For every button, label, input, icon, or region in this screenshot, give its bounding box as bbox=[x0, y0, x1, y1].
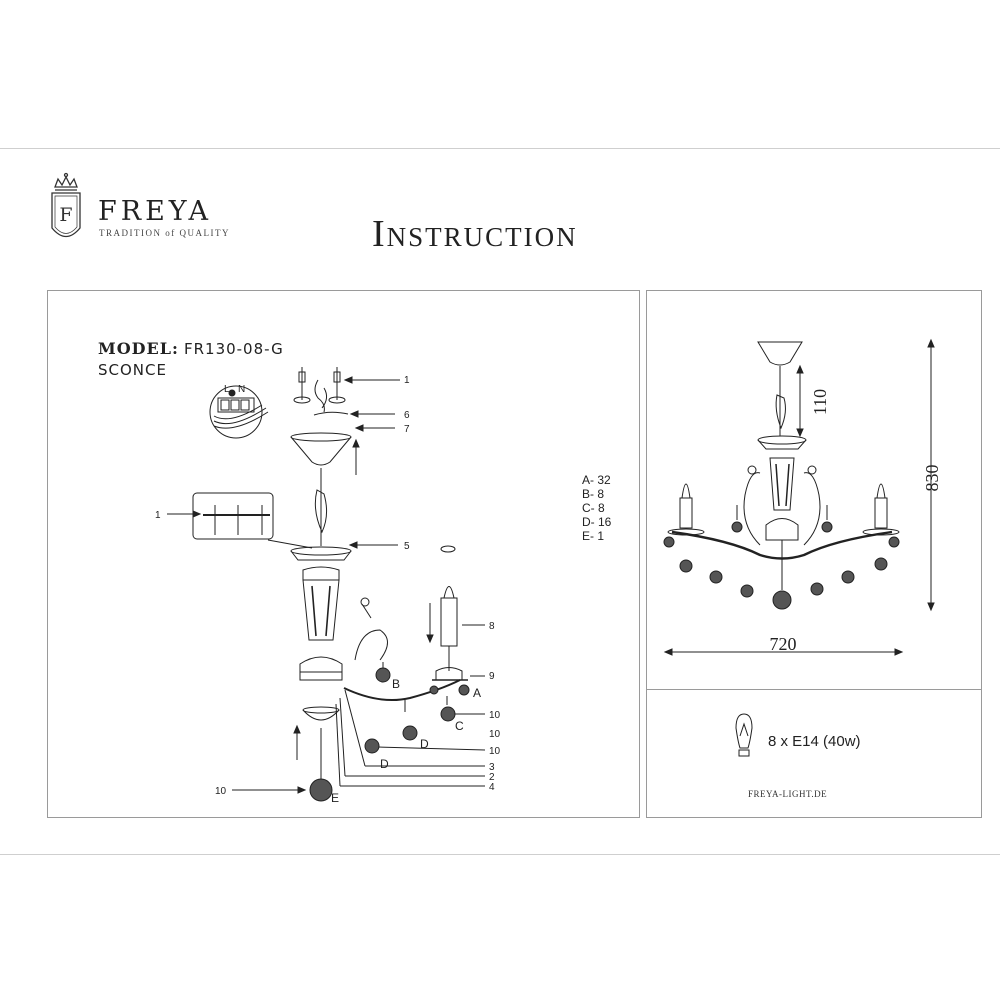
instruction-sheet bbox=[0, 148, 1000, 855]
crystal-drops bbox=[309, 667, 470, 802]
bulb-spec: 8 x E14 (40w) bbox=[768, 733, 861, 750]
dimension-width: 720 bbox=[770, 634, 797, 654]
callout-8: 8 bbox=[489, 621, 495, 632]
dimension-height: 830 bbox=[922, 465, 942, 492]
callout-4: 4 bbox=[489, 782, 495, 793]
callout-7: 7 bbox=[404, 424, 410, 435]
brand-name: FREYA bbox=[98, 196, 212, 227]
callout-1: 1 bbox=[404, 375, 410, 386]
callout-9: 9 bbox=[489, 671, 495, 682]
dimensions-panel bbox=[646, 290, 982, 818]
parts-list-item: C- 8 bbox=[582, 501, 605, 515]
parts-list-item: D- 16 bbox=[582, 515, 612, 529]
crest-icon bbox=[51, 172, 81, 238]
terminal-n-label: N bbox=[238, 384, 245, 395]
model-line: MODEL: FR130-08-G bbox=[98, 339, 284, 358]
callout-letter-d: D bbox=[380, 757, 389, 771]
callout-leaders bbox=[232, 689, 486, 794]
bulb-icon bbox=[735, 713, 753, 757]
arm-assembly bbox=[343, 545, 485, 712]
crystal-drops bbox=[663, 521, 900, 610]
assembly-panel bbox=[47, 290, 640, 818]
callout-3: 3 bbox=[489, 762, 495, 773]
callout-2: 2 bbox=[489, 772, 495, 783]
callout-letter-a: A bbox=[473, 686, 481, 700]
callout-1-left: 1 bbox=[155, 510, 161, 521]
callout-letter-d: D bbox=[420, 737, 429, 751]
crest-monogram: F bbox=[59, 204, 72, 226]
callout-letter-b: B bbox=[392, 677, 400, 691]
callout-6: 6 bbox=[404, 410, 410, 421]
callout-5: 5 bbox=[404, 541, 410, 552]
parts-list: A- 32 B- 8 C- 8 D- 16 E- 1 bbox=[582, 473, 611, 543]
terminal-l-label: L bbox=[224, 384, 230, 395]
callout-10: 10 bbox=[489, 729, 501, 740]
model-number: FR130-08-G bbox=[183, 340, 284, 358]
terminal-block-icon bbox=[209, 385, 269, 439]
product-type: SCONCE bbox=[98, 361, 167, 379]
model-label: MODEL: bbox=[98, 339, 179, 358]
brand-tagline: TRADITION of QUALITY bbox=[99, 228, 230, 238]
mounting-screws-icon bbox=[293, 367, 400, 413]
callout-letter-c: C bbox=[455, 719, 464, 733]
dimension-lines bbox=[663, 338, 935, 656]
page-title: Instruction bbox=[372, 213, 578, 255]
chandelier-front-view bbox=[667, 341, 900, 590]
callout-10: 10 bbox=[489, 710, 501, 721]
callout-letter-e: E bbox=[331, 791, 339, 805]
hanger-bracket-icon bbox=[167, 492, 313, 549]
callout-10-left: 10 bbox=[215, 786, 227, 797]
callout-10: 10 bbox=[489, 746, 501, 757]
parts-list-item: B- 8 bbox=[582, 487, 605, 501]
parts-list-item: A- 32 bbox=[582, 473, 611, 487]
panel-divider bbox=[647, 689, 981, 690]
website-link[interactable]: FREYA-LIGHT.DE bbox=[748, 789, 828, 799]
parts-list-item: E- 1 bbox=[582, 529, 605, 543]
dimension-chain: 110 bbox=[810, 389, 830, 415]
ceiling-canopy bbox=[290, 410, 395, 546]
